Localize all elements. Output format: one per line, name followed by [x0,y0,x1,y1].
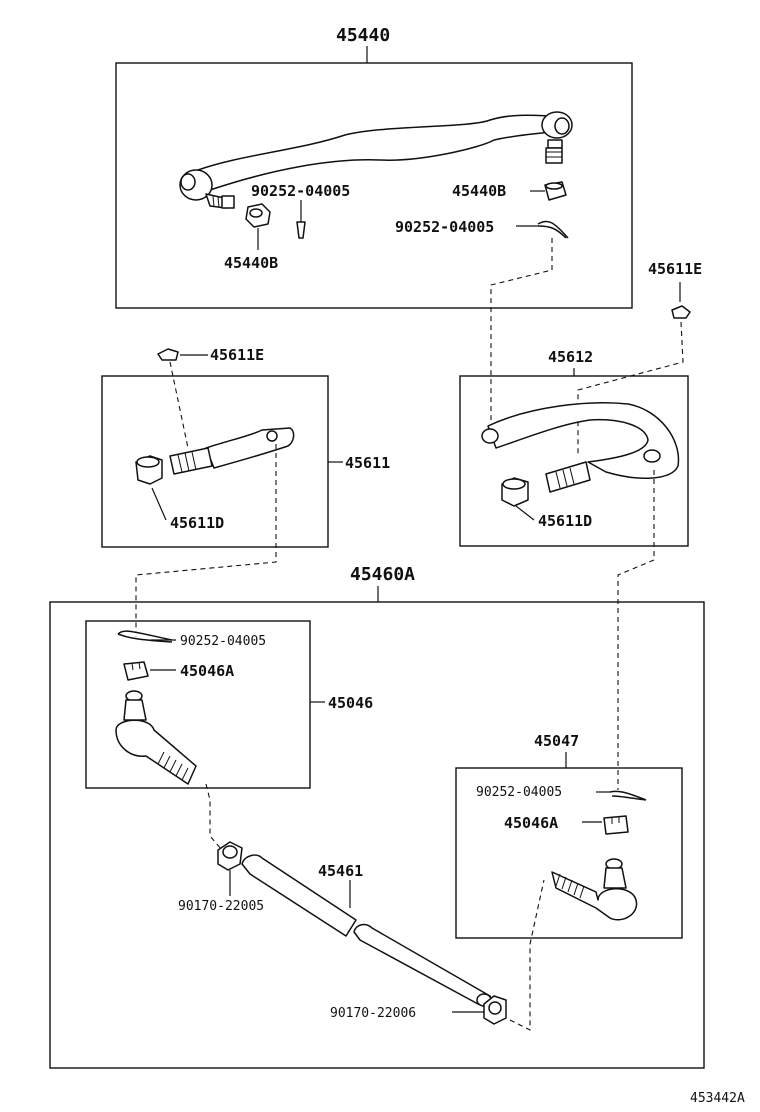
label-45611E-left: 45611E [210,346,264,364]
label-90170-22005: 90170-22005 [178,899,264,914]
end-cap-left [157,348,179,361]
dash-45611E-left [169,361,189,449]
label-45460A: 45460A [350,564,415,585]
label-90170-22006: 90170-22006 [330,1006,416,1021]
leader-45611D-left [151,487,167,521]
label-90252-04005-right: 90252-04005 [395,218,494,236]
label-45046A-right: 45046A [504,814,558,832]
tie-rod-end-right-part [551,858,638,921]
nut-45440B-left [245,203,271,228]
dash-45611-down [135,444,277,640]
nut-45440B-right [544,181,567,201]
label-45047: 45047 [534,732,579,750]
clamp-nut-right [483,995,507,1025]
clamp-nut-left [217,841,243,871]
label-45611E-right: 45611E [648,260,702,278]
drag-link-part [179,111,573,209]
adjust-tube-part [241,854,492,1007]
label-45046A-left: 45046A [180,662,234,680]
dash-45046-down [205,783,223,851]
end-cap-right [671,305,691,319]
box-45046 [85,620,311,789]
box-45047 [455,767,683,939]
label-45611D-right: 45611D [538,512,592,530]
dash-45047-down [509,879,545,1031]
cotter-pin-top-left [296,200,306,239]
cotter-pin-right [537,220,569,239]
label-45461: 45461 [318,862,363,880]
dash-top-to-45612 [490,238,553,430]
label-45046: 45046 [328,694,373,712]
leader-45611D-right [515,505,535,521]
castle-nut-left [123,661,149,681]
label-45611D-left: 45611D [170,514,224,532]
box-45460A [49,601,705,1069]
label-45440B-right: 45440B [452,182,506,200]
castle-nut-right [603,815,629,835]
box-45612 [459,375,689,547]
label-45612: 45612 [548,348,593,366]
label-45440B-left: 45440B [224,254,278,272]
arm-45611-part [135,427,295,485]
tie-rod-end-left-part [115,690,197,785]
label-45611: 45611 [345,454,390,472]
arm-45612-part [481,402,680,507]
cotter-right-lower [609,790,647,801]
label-90252-04005-right-lower: 90252-04005 [476,785,562,800]
dash-45612-down [617,470,655,790]
box-45440 [115,62,633,309]
cotter-left [117,630,173,643]
label-45440: 45440 [336,25,390,46]
figure-ref-number: 453442A [690,1091,745,1106]
label-90252-04005-left: 90252-04005 [180,634,266,649]
label-90252-04005-top: 90252-04005 [251,182,350,200]
